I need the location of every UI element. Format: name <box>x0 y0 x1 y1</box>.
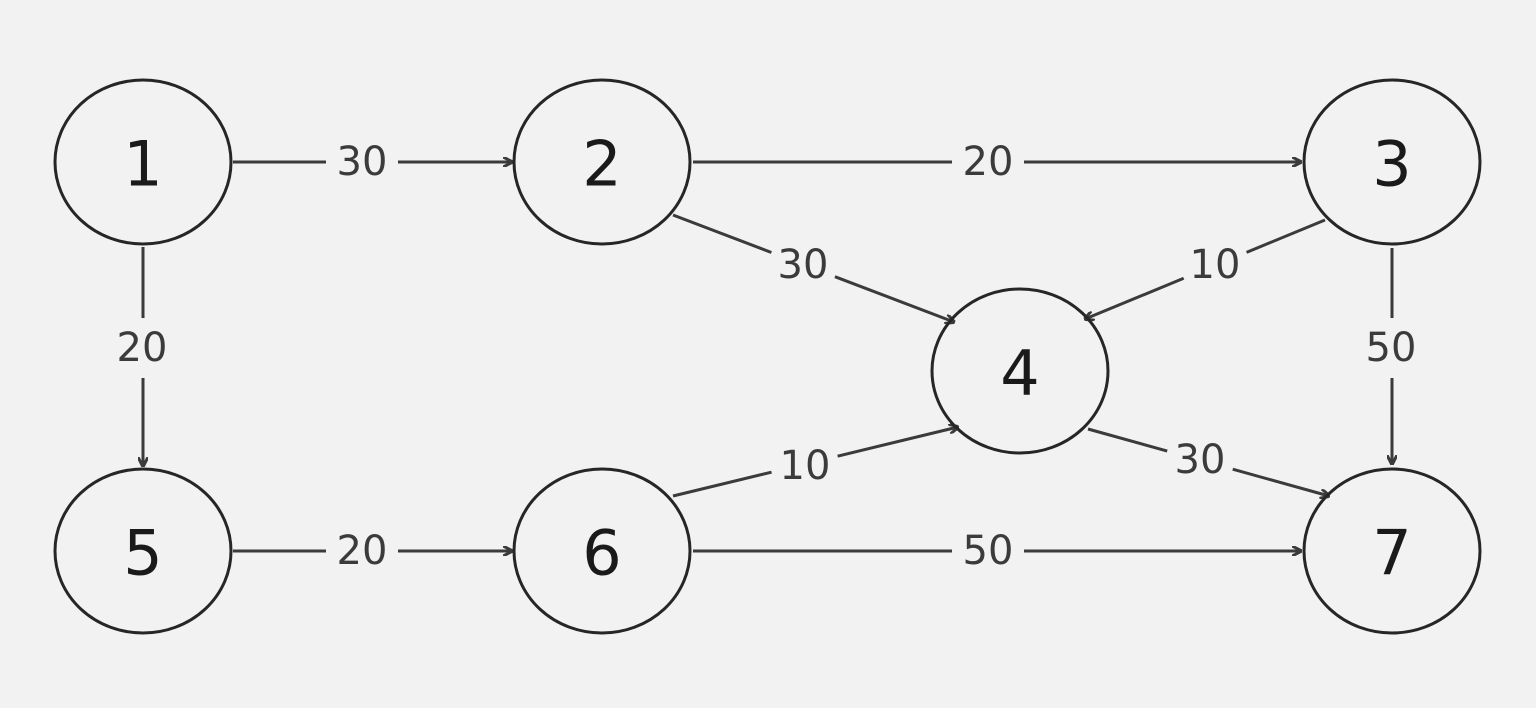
edge-line-segment <box>1245 218 1326 254</box>
node-1: 1 <box>53 78 233 246</box>
edge-weight-label: 20 <box>963 139 1014 185</box>
edge-weight-label: 10 <box>1190 242 1241 288</box>
edge-3-to-4: 10 <box>1085 218 1326 319</box>
edge-line-segment <box>672 470 772 498</box>
edge-6-to-7: 50 <box>693 528 1301 574</box>
node-circle <box>53 467 233 635</box>
edge-weight-label: 20 <box>117 325 168 371</box>
edge-1-to-2: 30 <box>233 139 512 185</box>
nodes-layer: 1 2 3 4 5 6 7 <box>53 78 1482 635</box>
node-6: 6 <box>512 467 692 635</box>
node-label: 3 <box>1372 128 1411 201</box>
edge-6-to-4: 10 <box>672 427 958 498</box>
edge-arrow-segment <box>1085 276 1185 319</box>
edge-weight-label: 30 <box>337 139 388 185</box>
edge-line-segment <box>672 213 772 254</box>
node-circle <box>1302 467 1482 635</box>
node-label: 7 <box>1372 517 1411 590</box>
node-2: 2 <box>512 78 692 246</box>
node-circle <box>512 467 692 635</box>
node-circle <box>1302 78 1482 246</box>
node-label: 1 <box>123 128 162 201</box>
edge-1-to-5: 20 <box>117 247 168 466</box>
edge-line-segment <box>1087 427 1168 453</box>
edge-weight-label: 30 <box>1175 437 1226 483</box>
edge-4-to-7: 30 <box>1087 427 1329 496</box>
edge-arrow-segment <box>834 275 954 322</box>
edge-arrow-segment <box>1232 467 1329 496</box>
edge-3-to-7: 50 <box>1366 248 1417 464</box>
node-label: 5 <box>123 517 162 590</box>
node-circle <box>512 78 692 246</box>
edge-weight-label: 20 <box>337 528 388 574</box>
edge-2-to-4: 30 <box>672 213 954 322</box>
node-circle <box>930 287 1110 455</box>
node-circle <box>53 78 233 246</box>
node-4: 4 <box>930 287 1110 455</box>
node-label: 6 <box>582 517 621 590</box>
node-label: 2 <box>582 128 621 201</box>
node-7: 7 <box>1302 467 1482 635</box>
edge-weight-label: 50 <box>963 528 1014 574</box>
node-label: 4 <box>1000 337 1039 410</box>
edge-weight-label: 10 <box>780 443 831 489</box>
edge-weight-label: 50 <box>1366 325 1417 371</box>
edge-weight-label: 30 <box>778 242 829 288</box>
node-5: 5 <box>53 467 233 635</box>
edge-5-to-6: 20 <box>233 528 512 574</box>
edge-2-to-3: 20 <box>693 139 1301 185</box>
node-3: 3 <box>1302 78 1482 246</box>
edge-arrow-segment <box>837 427 958 458</box>
edges-layer: 30 20 30 10 20 50 10 30 20 50 <box>117 139 1417 574</box>
